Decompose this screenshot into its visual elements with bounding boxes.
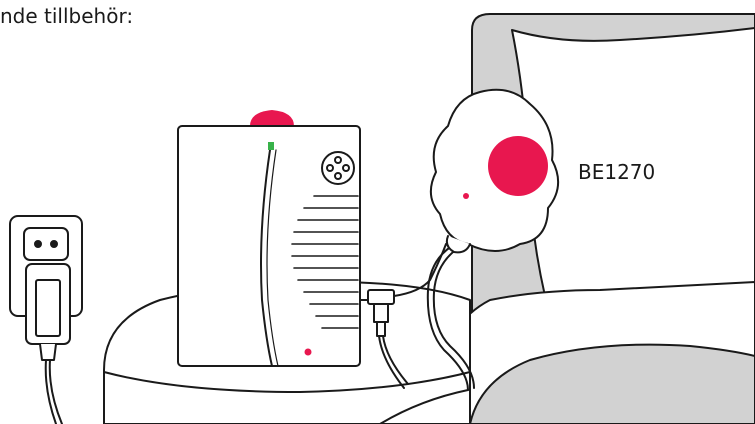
intro-caption: nde tillbehör:: [0, 4, 133, 28]
receiver-unit-icon: [178, 126, 360, 366]
model-label: BE1270: [578, 160, 655, 184]
power-adapter-icon: [26, 264, 70, 424]
bed-shaker-pad-icon: [431, 90, 558, 253]
receiver-knob: [250, 110, 294, 126]
